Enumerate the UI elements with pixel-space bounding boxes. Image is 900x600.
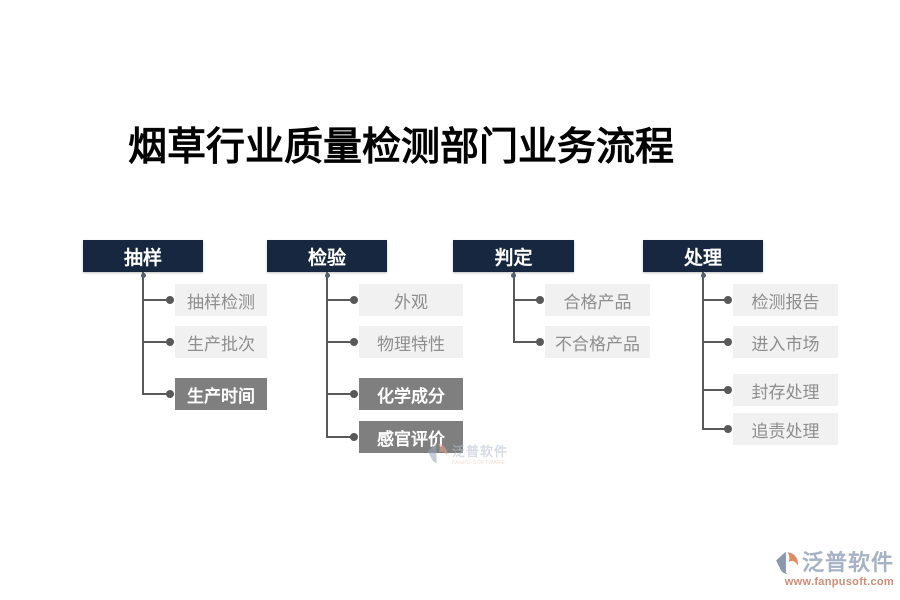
trunk-top-dot bbox=[700, 273, 706, 278]
watermark-subtext: FANPU SOFTWARE bbox=[452, 460, 506, 466]
column-header-4: 处理 bbox=[643, 240, 763, 272]
connector-branch bbox=[703, 299, 729, 301]
branch-dot bbox=[350, 338, 358, 346]
column-header-2: 检验 bbox=[267, 240, 387, 272]
item-box: 封存处理 bbox=[733, 374, 838, 406]
branch-dot bbox=[536, 296, 544, 304]
connector-branch bbox=[703, 389, 729, 391]
watermark-name: 泛普软件 bbox=[452, 444, 509, 459]
fanpu-logo-icon bbox=[776, 551, 798, 575]
connector-branch bbox=[327, 341, 355, 343]
item-box: 检测报告 bbox=[733, 284, 838, 316]
fanpu-watermark-icon bbox=[427, 443, 448, 464]
fanpu-logo-name: 泛普软件 bbox=[801, 549, 894, 575]
branch-dot bbox=[350, 296, 358, 304]
connector-trunk bbox=[702, 272, 704, 430]
branch-dot bbox=[724, 425, 732, 433]
connector-branch bbox=[143, 393, 171, 395]
page-title: 烟草行业质量检测部门业务流程 bbox=[128, 126, 675, 169]
item-box: 不合格产品 bbox=[545, 326, 650, 358]
item-box: 追责处理 bbox=[733, 413, 838, 445]
connector-branch bbox=[327, 436, 355, 438]
center-watermark: 泛普软件 FANPU SOFTWARE bbox=[426, 441, 508, 467]
connector-trunk bbox=[142, 272, 144, 395]
branch-dot bbox=[166, 338, 174, 346]
branch-dot bbox=[724, 386, 732, 394]
item-box: 生产时间 bbox=[175, 378, 267, 410]
branch-dot bbox=[536, 338, 544, 346]
item-box: 抽样检测 bbox=[175, 284, 267, 316]
connector-branch bbox=[513, 341, 541, 343]
connector-trunk bbox=[512, 272, 515, 343]
connector-branch bbox=[703, 428, 729, 430]
branch-dot bbox=[350, 433, 358, 441]
fanpu-logo-url: www.fanpusoft.com bbox=[784, 576, 894, 588]
connector-branch bbox=[143, 341, 171, 343]
fanpu-logo: 泛普软件 www.fanpusoft.com bbox=[762, 549, 894, 589]
trunk-top-dot bbox=[511, 273, 516, 278]
item-box: 生产批次 bbox=[175, 326, 267, 358]
item-box: 物理特性 bbox=[359, 326, 463, 358]
item-box: 化学成分 bbox=[359, 378, 463, 410]
branch-dot bbox=[166, 296, 174, 304]
branch-dot bbox=[724, 338, 732, 346]
column-header-1: 抽样 bbox=[83, 240, 203, 272]
item-box: 外观 bbox=[359, 284, 463, 316]
connector-branch bbox=[513, 299, 541, 301]
connector-branch bbox=[327, 393, 355, 395]
branch-dot bbox=[350, 390, 358, 398]
item-box: 感官评价 bbox=[359, 421, 463, 453]
item-box: 合格产品 bbox=[545, 284, 650, 316]
branch-dot bbox=[724, 296, 732, 304]
connector-trunk bbox=[326, 272, 328, 438]
branch-dot bbox=[166, 390, 174, 398]
connector-branch bbox=[143, 299, 171, 301]
connector-branch bbox=[703, 341, 729, 343]
column-header-3: 判定 bbox=[453, 240, 574, 272]
trunk-top-dot bbox=[140, 273, 146, 278]
connector-branch bbox=[327, 299, 355, 301]
trunk-top-dot bbox=[324, 273, 330, 278]
item-box: 进入市场 bbox=[733, 326, 838, 358]
